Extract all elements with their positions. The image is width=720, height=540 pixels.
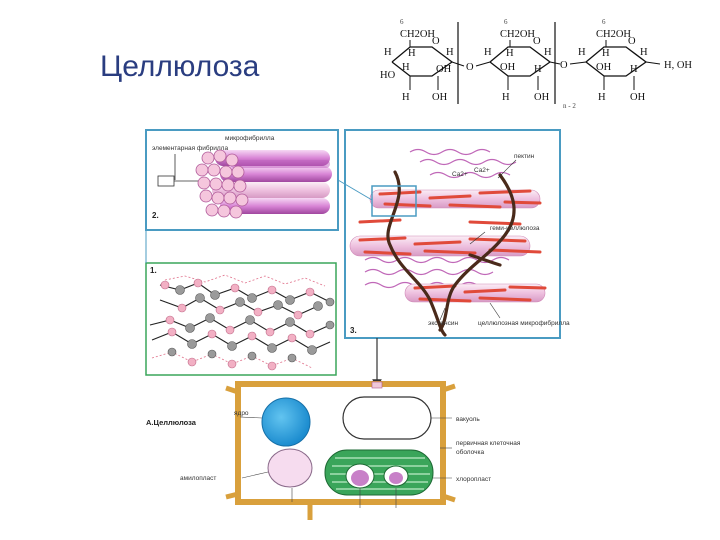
h-label: H [502,92,510,103]
oh-label: OH [432,92,448,103]
amyloplast [267,448,313,488]
label-amyloplast: амилопласт [180,475,216,482]
h-label: H [534,64,542,75]
label-vacuole: вакуоль [456,416,480,423]
label-hemicellulose: геми-целлюлоза [490,225,540,232]
ring-oxygen: O [533,36,541,47]
label-extensin: экстенсин [428,320,458,327]
repeat-index: n - 2 [563,102,576,110]
glucose-ring-2: 6 CH2OH O H OH H H H OH H [484,18,552,103]
cell-caption: А.Целлюлоза [146,418,197,427]
ho-label: HO [380,70,396,81]
h-label: H [602,48,610,59]
ring-oxygen: O [432,36,440,47]
plant-cell: А.Целлюлоза ядро вакуоль первичная клето… [146,381,521,520]
oh-label: OH [436,64,452,75]
glycosidic-oxygen: O [466,62,474,73]
vacuole [342,396,432,440]
atom-number: 6 [504,18,508,26]
panel-number: 3. [350,326,357,335]
label-primary-wall-line1: первичная клеточная [456,440,521,447]
zoom-connector [337,179,373,201]
end-group-label: H, OH [664,60,692,71]
label-pectin: пектин [514,153,535,160]
panel-2-microfibril: 2. элементарная фибрилла микрофибрилла [145,129,339,231]
h-label: H [506,48,514,59]
panel-3-cell-wall: 3. [337,129,570,339]
calcium-ion-label: Ca2+ [474,167,490,174]
h-label: H [544,47,552,58]
h-label: H [640,47,648,58]
ch2oh-label: CH2OH [596,29,631,40]
h-label: H [446,47,454,58]
oh-label: OH [500,62,516,73]
atom-number: 6 [400,18,404,26]
h-label: H [402,92,410,103]
atom-number: 6 [602,18,606,26]
oh-label: OH [534,92,550,103]
h-label: H [578,47,586,58]
carbon-atoms [167,285,335,363]
h-label: H [402,62,410,73]
panel-number: 1. [150,266,157,275]
leader-lines [239,416,452,508]
zoom-box [371,185,417,217]
chloroplast [324,449,434,496]
extensin-cords [386,170,516,337]
label-elementary-fibril: элементарная фибрилла [152,144,228,152]
label-cellulose-microfibril: целлюлозная микрофибрилла [478,319,570,327]
h-label: H [598,92,606,103]
h-label: H [408,48,416,59]
panel-number: 2. [152,211,159,220]
label-nucleus: ядро [234,410,249,417]
glucose-ring-1: 6 CH2OH O H HO H H OH H OH H [380,18,454,103]
nucleus [261,397,311,447]
h-label: H [484,47,492,58]
label-chloroplast: хлоропласт [456,476,491,483]
ch2oh-label: CH2OH [400,29,435,40]
ch2oh-label: CH2OH [500,29,535,40]
panel-1-molecular-chains: 1. [145,262,337,376]
ring-oxygen: O [628,36,636,47]
cellulose-structural-formula: 6 CH2OH O H HO H H OH H OH H O 6 CH2OH O [380,18,692,110]
fibril-cross-section [195,149,249,219]
oh-label: OH [596,62,612,73]
label-primary-wall-line2: оболочка [456,448,485,456]
h-label: H [384,47,392,58]
label-microfibril: микрофибрилла [225,134,275,142]
calcium-ion-label: Ca2+ [452,171,468,178]
glucose-ring-3: 6 CH2OH O H OH H H H OH H [578,18,648,103]
slide-title: Целлюлоза [100,50,260,83]
oh-label: OH [630,92,646,103]
oxygen-atoms [160,278,315,371]
h-label: H [630,64,638,75]
glycosidic-oxygen: O [560,60,568,71]
